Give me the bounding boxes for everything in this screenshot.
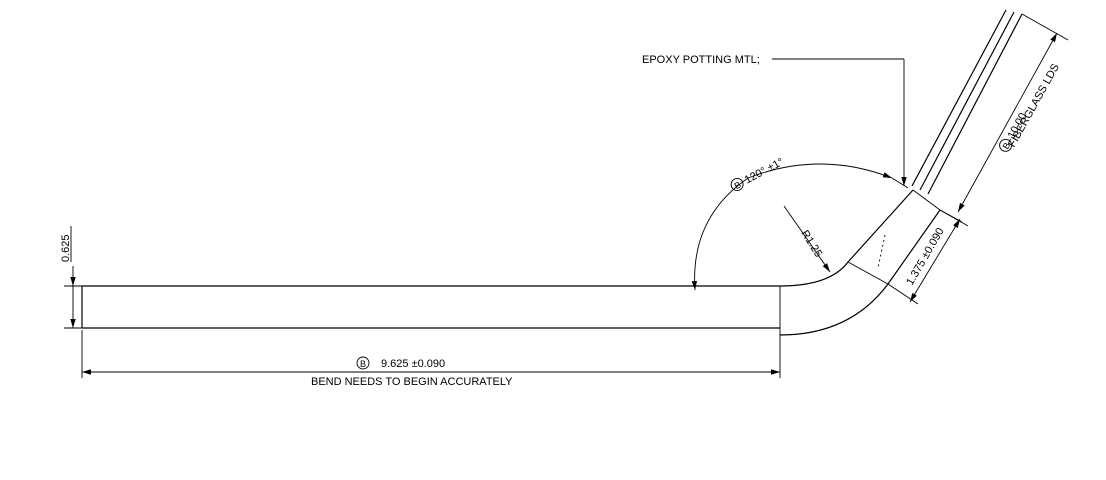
- epoxy-note-text: EPOXY POTTING MTL;: [642, 54, 760, 66]
- angle-dimension: B 120° ±1°: [691, 156, 909, 291]
- angle-critical-symbol: B: [733, 180, 743, 192]
- length-dim-text: 9.625 ±0.090: [381, 358, 445, 370]
- height-dimension: 0.625: [60, 226, 82, 329]
- fiberglass-dimension: B 10.00 FIBERGLASS LDS: [939, 13, 1069, 223]
- height-dim-text: 0.625: [60, 234, 72, 262]
- radius-dim-text: R1.25: [798, 228, 824, 259]
- length-critical-symbol: B: [360, 359, 366, 369]
- segment-dimension: 1.375 ±0.090: [887, 209, 969, 305]
- epoxy-leader: EPOXY POTTING MTL;: [642, 54, 907, 186]
- fiberglass-critical-symbol: B: [1001, 141, 1013, 151]
- bend-note: BEND NEEDS TO BEGIN ACCURATELY: [311, 376, 513, 388]
- angle-dim-text: 120° ±1°: [743, 156, 786, 186]
- segment-dim-text: 1.375 ±0.090: [904, 226, 946, 288]
- length-dimension: B 9.625 ±0.090 BEND NEEDS TO BEGIN ACCUR…: [81, 330, 781, 388]
- radius-dimension: R1.25: [783, 205, 831, 273]
